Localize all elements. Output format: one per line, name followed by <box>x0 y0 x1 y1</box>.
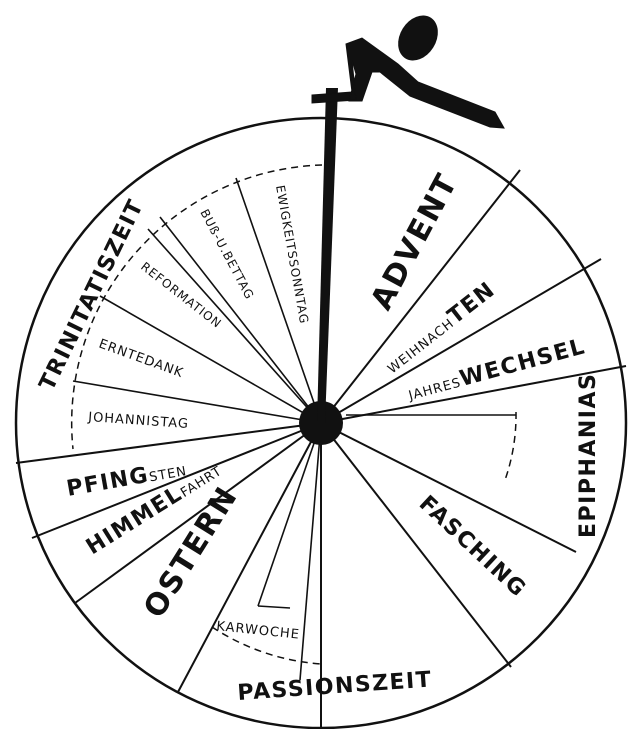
label-epiphanias: EPIPHANIAS <box>576 373 601 538</box>
figure-head <box>390 8 446 68</box>
